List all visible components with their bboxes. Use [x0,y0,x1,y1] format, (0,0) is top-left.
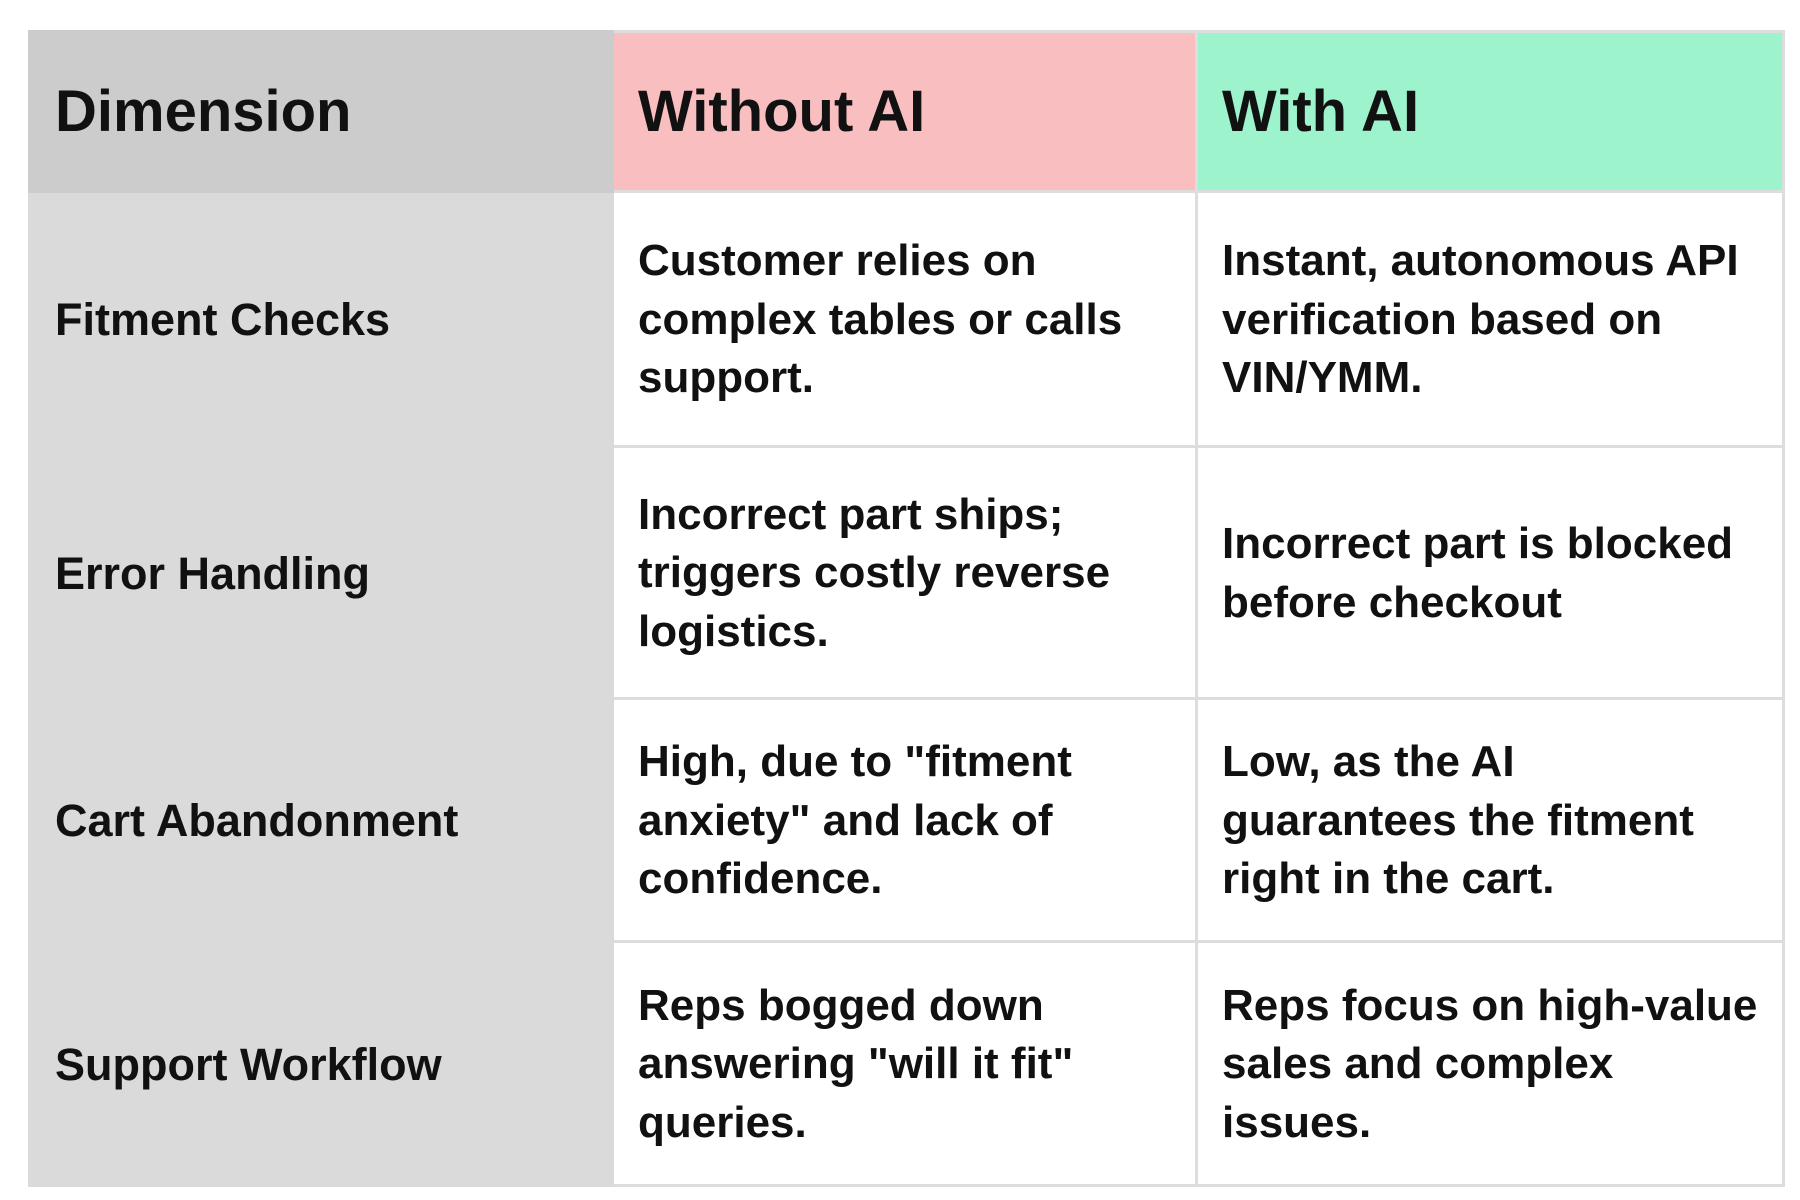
row-with-ai-support-workflow: Reps focus on high-value sales and compl… [1195,940,1785,1187]
header-without-ai: Without AI [611,30,1198,193]
row-without-ai-fitment-checks: Customer relies on complex tables or cal… [611,190,1198,448]
row-without-ai-support-workflow: Reps bogged down answering "will it fit"… [611,940,1198,1187]
header-row: Dimension Without AI With AI [28,30,1785,193]
table-row: Cart Abandonment High, due to "fitment a… [28,697,1785,943]
row-dimension-support-workflow: Support Workflow [28,940,614,1187]
table-row: Fitment Checks Customer relies on comple… [28,190,1785,448]
table-header: Dimension Without AI With AI [28,30,1785,193]
comparison-table-container: Dimension Without AI With AI Fitment Che… [28,30,1785,1187]
row-with-ai-fitment-checks: Instant, autonomous API verification bas… [1195,190,1785,448]
comparison-table: Dimension Without AI With AI Fitment Che… [28,30,1785,1187]
header-with-ai: With AI [1195,30,1785,193]
row-dimension-cart-abandonment: Cart Abandonment [28,697,614,943]
row-without-ai-error-handling: Incorrect part ships; triggers costly re… [611,445,1198,700]
row-with-ai-cart-abandonment: Low, as the AI guarantees the fitment ri… [1195,697,1785,943]
row-without-ai-cart-abandonment: High, due to "fitment anxiety" and lack … [611,697,1198,943]
header-dimension: Dimension [28,30,614,193]
table-row: Support Workflow Reps bogged down answer… [28,940,1785,1187]
table-body: Fitment Checks Customer relies on comple… [28,190,1785,1187]
row-dimension-error-handling: Error Handling [28,445,614,700]
row-dimension-fitment-checks: Fitment Checks [28,190,614,448]
table-row: Error Handling Incorrect part ships; tri… [28,445,1785,700]
row-with-ai-error-handling: Incorrect part is blocked before checkou… [1195,445,1785,700]
